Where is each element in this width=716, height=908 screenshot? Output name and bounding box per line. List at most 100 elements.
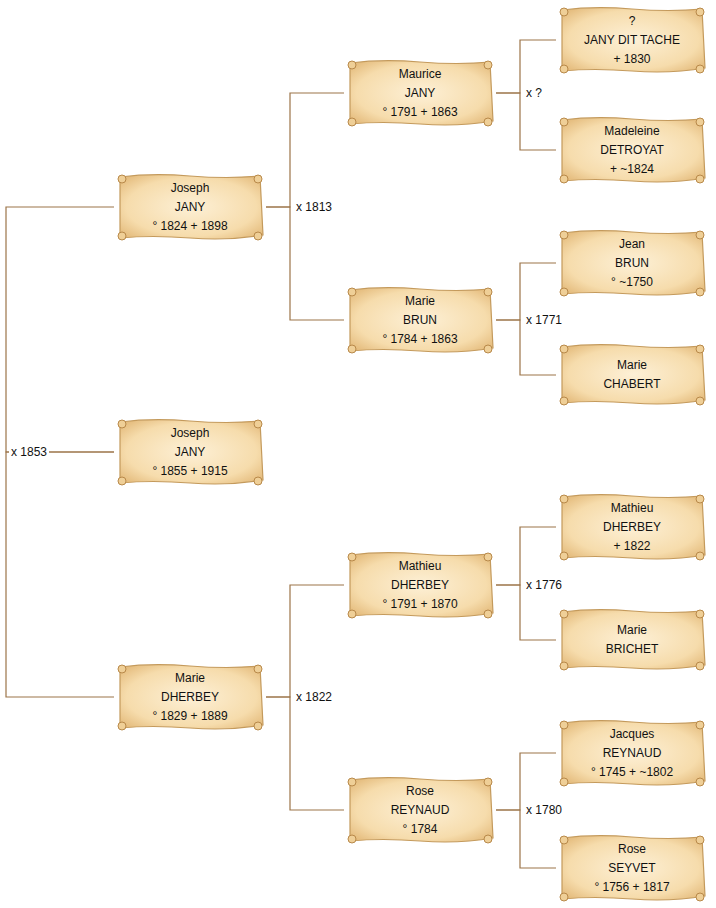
surname: JANY	[405, 84, 436, 103]
family-link	[496, 585, 556, 640]
scroll-curl	[118, 722, 126, 730]
surname: REYNAUD	[391, 801, 450, 820]
scroll-curl	[484, 778, 492, 786]
scroll-body	[562, 230, 705, 294]
scroll-body	[562, 610, 705, 669]
scroll-curl	[696, 662, 704, 670]
surname: REYNAUD	[603, 744, 662, 763]
scroll-curl	[348, 61, 356, 69]
scroll-curl	[348, 118, 356, 126]
ancestor-scroll: MathieuDHERBEY+ 1822	[556, 492, 708, 563]
scroll-curl	[696, 893, 704, 901]
family-link	[496, 753, 556, 810]
scroll-curl	[348, 288, 356, 296]
scroll-curl	[560, 231, 568, 239]
scroll-body	[562, 7, 705, 71]
family-link	[6, 452, 114, 697]
scroll-curl	[484, 288, 492, 296]
scroll-curl	[348, 345, 356, 353]
scroll-curl	[560, 345, 568, 353]
life-dates: ° 1745 + ~1802	[591, 763, 673, 782]
scroll-body	[562, 720, 705, 784]
scroll-curl	[254, 665, 262, 673]
scroll-body	[350, 777, 493, 841]
scroll-curl	[696, 65, 704, 73]
scroll-curl	[560, 552, 568, 560]
given-name: Marie	[175, 669, 205, 688]
scroll-curl	[560, 778, 568, 786]
scroll-curl	[696, 345, 704, 353]
ancestor-scroll: RoseREYNAUD° 1784	[344, 775, 496, 846]
surname: SEYVET	[608, 859, 655, 878]
scroll-body	[562, 494, 705, 558]
marriage-year: x 1771	[524, 313, 564, 327]
given-name: Jean	[619, 235, 645, 254]
scroll-curl	[560, 662, 568, 670]
ancestor-scroll: MathieuDHERBEY° 1791 + 1870	[344, 550, 496, 621]
surname: DHERBEY	[603, 518, 661, 537]
scroll-curl	[484, 835, 492, 843]
scroll-curl	[484, 118, 492, 126]
ancestor-scroll: ?JANY DIT TACHE+ 1830	[556, 5, 708, 76]
given-name: Maurice	[399, 65, 442, 84]
given-name: Rose	[406, 782, 434, 801]
scroll-curl	[254, 420, 262, 428]
given-name: ?	[629, 12, 636, 31]
life-dates: ° 1791 + 1863	[382, 103, 457, 122]
scroll-curl	[696, 8, 704, 16]
marriage-year: x 1822	[294, 690, 334, 704]
surname: JANY DIT TACHE	[584, 31, 680, 50]
scroll-curl	[484, 553, 492, 561]
scroll-curl	[484, 61, 492, 69]
scroll-curl	[254, 175, 262, 183]
life-dates: ° 1756 + 1817	[594, 878, 669, 897]
life-dates: + 1822	[613, 537, 650, 556]
scroll-curl	[560, 118, 568, 126]
scroll-curl	[696, 175, 704, 183]
ancestor-scroll: MarieCHABERT	[556, 342, 708, 408]
scroll-curl	[118, 232, 126, 240]
surname: DETROYAT	[600, 141, 664, 160]
scroll-curl	[118, 175, 126, 183]
scroll-shape	[556, 342, 708, 408]
scroll-curl	[696, 778, 704, 786]
ancestor-scroll: MarieBRUN° 1784 + 1863	[344, 285, 496, 356]
scroll-curl	[118, 420, 126, 428]
family-link	[496, 527, 556, 585]
marriage-year: x 1780	[524, 803, 564, 817]
scroll-curl	[560, 397, 568, 405]
scroll-curl	[118, 477, 126, 485]
life-dates: ° 1824 + 1898	[152, 217, 227, 236]
life-dates: ° 1791 + 1870	[382, 595, 457, 614]
family-link	[496, 810, 556, 868]
scroll-curl	[484, 610, 492, 618]
scroll-curl	[560, 495, 568, 503]
family-link	[496, 320, 556, 375]
family-link	[496, 93, 556, 150]
scroll-body	[350, 60, 493, 124]
scroll-curl	[560, 8, 568, 16]
surname: BRICHET	[606, 640, 659, 659]
given-name: Marie	[617, 356, 647, 375]
given-name: Madeleine	[604, 122, 659, 141]
life-dates: ° 1784 + 1863	[382, 330, 457, 349]
marriage-year: x 1853	[9, 445, 49, 459]
family-link	[496, 263, 556, 320]
surname: JANY	[175, 443, 206, 462]
given-name: Marie	[617, 621, 647, 640]
scroll-curl	[696, 495, 704, 503]
life-dates: + ~1824	[610, 160, 654, 179]
ancestor-scroll: MarieDHERBEY° 1829 + 1889	[114, 662, 266, 733]
marriage-year: x 1813	[294, 200, 334, 214]
scroll-curl	[484, 345, 492, 353]
marriage-year: x ?	[524, 86, 544, 100]
scroll-curl	[696, 397, 704, 405]
given-name: Marie	[405, 292, 435, 311]
scroll-curl	[348, 553, 356, 561]
scroll-body	[562, 117, 705, 181]
ancestor-scroll: RoseSEYVET° 1756 + 1817	[556, 833, 708, 904]
scroll-curl	[348, 778, 356, 786]
ancestor-scroll: MarieBRICHET	[556, 607, 708, 673]
life-dates: ° 1855 + 1915	[152, 462, 227, 481]
family-link	[6, 207, 114, 452]
